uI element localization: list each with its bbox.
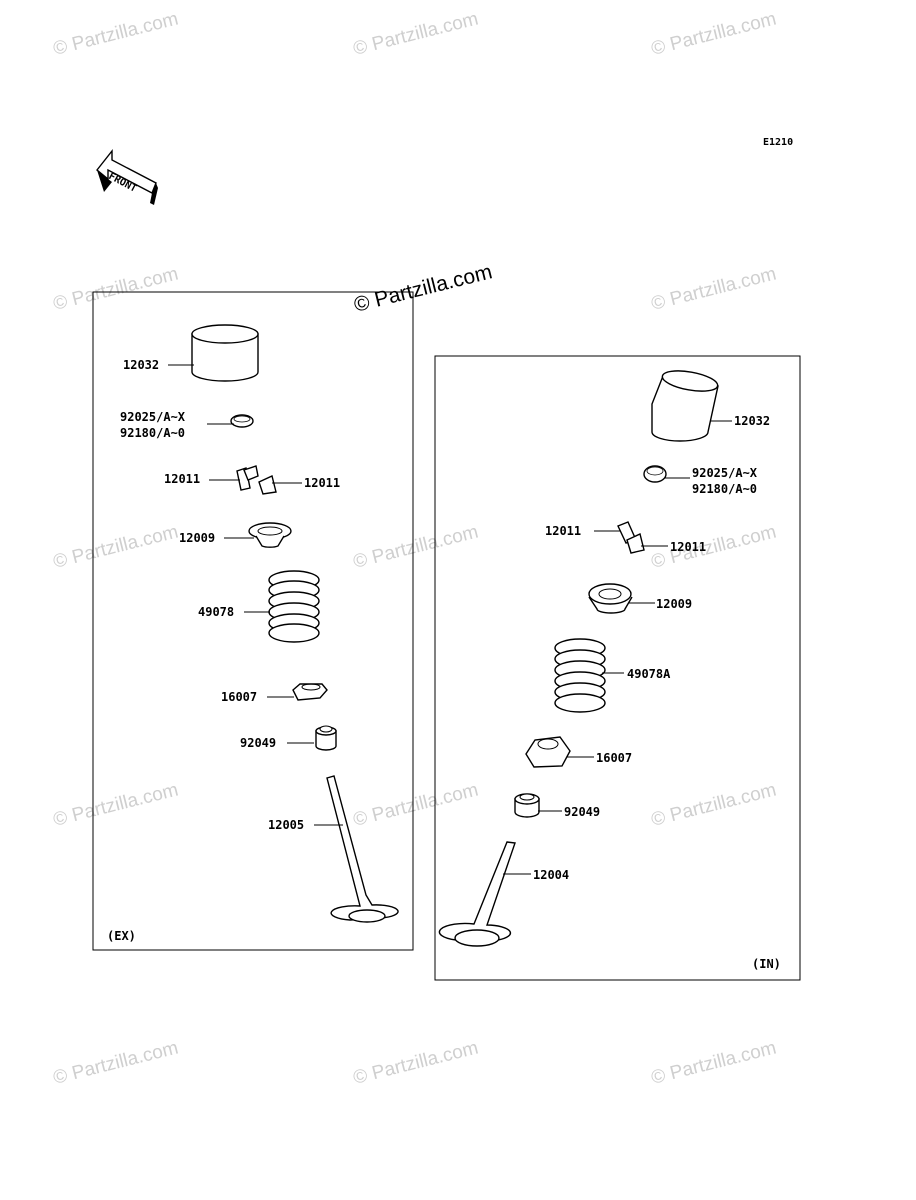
part-label-valve: 12004 bbox=[533, 868, 569, 882]
main-watermark: © Partzilla.com bbox=[352, 260, 495, 317]
watermark: © Partzilla.com bbox=[351, 9, 480, 60]
part-label-valve: 12005 bbox=[268, 818, 304, 832]
watermark: © Partzilla.com bbox=[351, 780, 480, 831]
intake-panel: 12032 92025/A~X 92180/A~0 12011 12011 12… bbox=[434, 355, 801, 981]
diagram-code: E1210 bbox=[763, 137, 793, 148]
watermark: © Partzilla.com bbox=[351, 522, 480, 573]
watermark: © Partzilla.com bbox=[649, 1038, 778, 1089]
part-label-tappet: 12032 bbox=[123, 358, 159, 372]
retainer-part bbox=[248, 522, 292, 548]
part-label-spring-seat: 16007 bbox=[221, 690, 257, 704]
exhaust-side-label: (EX) bbox=[107, 929, 136, 943]
tappet-part bbox=[191, 324, 259, 382]
spring-part bbox=[268, 570, 320, 643]
exhaust-panel: 12032 92025/A~X 92180/A~0 12011 12011 12… bbox=[92, 291, 414, 951]
part-label-tappet: 12032 bbox=[734, 414, 770, 428]
watermark: © Partzilla.com bbox=[51, 522, 180, 573]
part-label-shim-a: 92025/A~X bbox=[692, 466, 758, 480]
retainer-part bbox=[588, 583, 633, 614]
watermark: © Partzilla.com bbox=[649, 780, 778, 831]
part-label-spring-seat: 16007 bbox=[596, 751, 632, 765]
cotter-part bbox=[617, 521, 645, 554]
part-label-stem-seal: 92049 bbox=[240, 736, 276, 750]
shim-part bbox=[643, 465, 667, 483]
watermark: © Partzilla.com bbox=[51, 1038, 180, 1089]
part-label-cotter-left: 12011 bbox=[545, 524, 581, 538]
part-label-cotter-right: 12011 bbox=[670, 540, 706, 554]
watermark: © Partzilla.com bbox=[649, 522, 778, 573]
stem-seal-part bbox=[315, 725, 337, 751]
watermark: © Partzilla.com bbox=[649, 264, 778, 315]
watermark: © Partzilla.com bbox=[51, 9, 180, 60]
part-label-spring: 49078A bbox=[627, 667, 671, 681]
shim-part bbox=[230, 414, 254, 428]
valve-part bbox=[438, 841, 516, 947]
part-label-shim-b: 92180/A~0 bbox=[120, 426, 185, 440]
watermark: © Partzilla.com bbox=[51, 264, 180, 315]
spring-seat-part bbox=[292, 683, 328, 701]
part-label-shim-b: 92180/A~0 bbox=[692, 482, 757, 496]
watermark: © Partzilla.com bbox=[649, 9, 778, 60]
part-label-spring: 49078 bbox=[198, 605, 234, 619]
part-label-retainer: 12009 bbox=[656, 597, 692, 611]
part-label-stem-seal: 92049 bbox=[564, 805, 600, 819]
part-label-shim-a: 92025/A~X bbox=[120, 410, 186, 424]
cotter-part bbox=[236, 465, 277, 495]
part-label-cotter-left: 12011 bbox=[164, 472, 200, 486]
front-arrow-icon: FRONT bbox=[96, 148, 158, 205]
part-label-retainer: 12009 bbox=[179, 531, 215, 545]
intake-side-label: (IN) bbox=[752, 957, 781, 971]
watermark: © Partzilla.com bbox=[351, 1038, 480, 1089]
intake-panel-frame bbox=[434, 355, 801, 981]
stem-seal-part bbox=[514, 793, 540, 818]
part-label-cotter-right: 12011 bbox=[304, 476, 340, 490]
spring-seat-part bbox=[525, 736, 571, 768]
watermark: © Partzilla.com bbox=[51, 780, 180, 831]
tappet-part bbox=[651, 370, 719, 442]
valve-part bbox=[326, 775, 399, 923]
spring-part bbox=[554, 638, 606, 713]
exhaust-panel-frame bbox=[92, 291, 414, 951]
